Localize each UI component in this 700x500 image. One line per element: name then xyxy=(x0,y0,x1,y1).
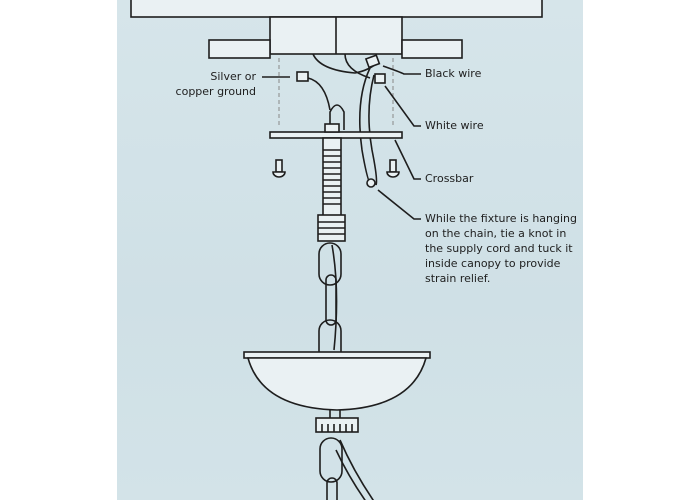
wire-nut-white xyxy=(374,73,386,84)
wire-nut-ground xyxy=(296,71,309,82)
label-ground-line1: Silver or xyxy=(210,70,256,83)
label-strain-relief: While the fixture is hanging on the chai… xyxy=(425,211,577,286)
mounting-tab-left xyxy=(208,39,271,59)
label-crossbar: Crossbar xyxy=(425,172,474,185)
screw-left xyxy=(272,159,286,178)
chain-lower xyxy=(319,437,375,500)
canopy-bowl xyxy=(246,357,428,411)
canopy-rim xyxy=(243,351,431,359)
strain-relief-line: strain relief. xyxy=(425,272,491,285)
strain-relief-line: on the chain, tie a knot in xyxy=(425,227,567,240)
wire-nut-black xyxy=(364,54,381,69)
chain-upper xyxy=(318,242,342,363)
leader-lines xyxy=(262,65,421,220)
label-ground: Silver or copper ground xyxy=(176,69,256,99)
canopy-nut xyxy=(315,417,359,433)
nipple-nut-top xyxy=(324,123,340,133)
wires xyxy=(307,53,379,187)
ceiling-box xyxy=(130,0,543,18)
label-white-wire: White wire xyxy=(425,119,484,132)
label-ground-line2: copper ground xyxy=(175,85,256,98)
label-black-wire: Black wire xyxy=(425,67,482,80)
cord-knot xyxy=(366,178,376,188)
crossbar xyxy=(269,131,403,139)
diagram-background xyxy=(117,0,583,500)
strain-relief-line: inside canopy to provide xyxy=(425,257,561,270)
mounting-tab-right xyxy=(401,39,463,59)
strain-relief-line: While the fixture is hanging xyxy=(425,212,578,225)
threaded-rod xyxy=(322,137,342,217)
screw-right xyxy=(386,159,400,178)
strain-relief-line: the supply cord and tuck it xyxy=(425,242,573,255)
